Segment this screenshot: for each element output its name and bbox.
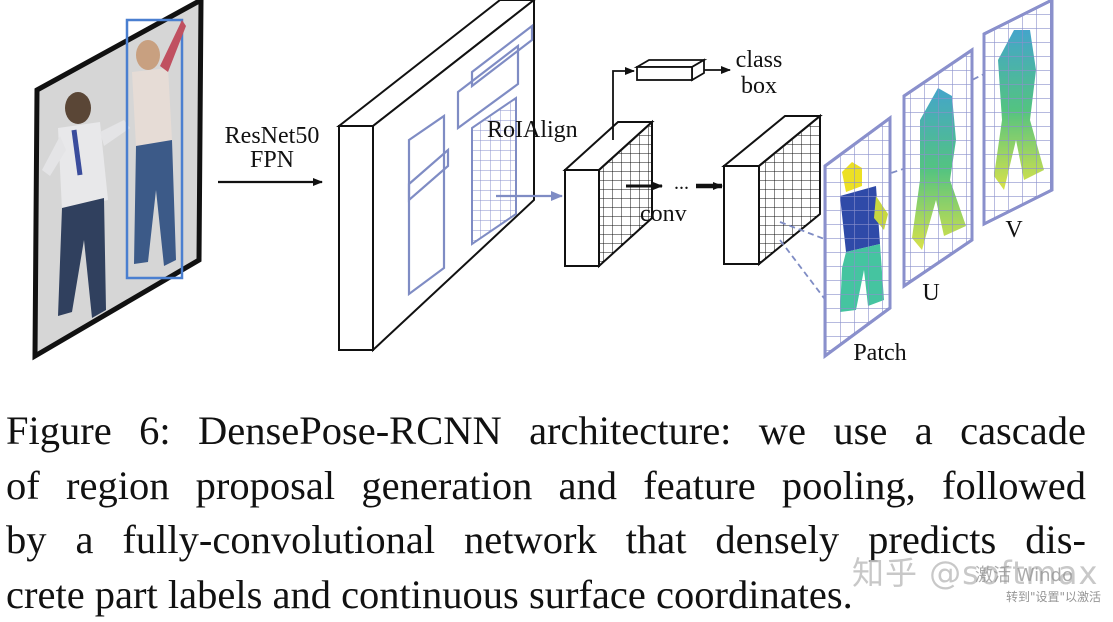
windows-activation-line1: 激活 Windo <box>975 561 1073 587</box>
patch-map: Patch <box>825 118 907 366</box>
box-label: box <box>741 73 777 99</box>
u-label: U <box>922 280 939 306</box>
output-feature-cube <box>724 116 820 264</box>
feature-map-block <box>339 0 534 350</box>
windows-activation-line2: 转到"设置"以激活 <box>1006 588 1101 605</box>
conv-label: conv <box>640 201 687 227</box>
caption-line-1: Figure 6: DensePose-RCNN architecture: w… <box>6 404 1086 459</box>
architecture-figure: ResNet50 FPN RoIAlign class box ... conv <box>0 0 1113 380</box>
roialign-label: RoIAlign <box>487 117 578 143</box>
fc-layer <box>637 60 704 80</box>
backbone-label: ResNet50 FPN <box>225 123 320 173</box>
patch-label: Patch <box>853 340 906 366</box>
class-label: class <box>736 47 783 73</box>
u-map: U <box>904 50 972 306</box>
v-label: V <box>1005 217 1023 243</box>
v-map: V <box>984 0 1052 243</box>
backbone-label-line1: ResNet50 <box>225 123 320 149</box>
backbone-label-line2: FPN <box>250 147 294 173</box>
conv-ellipsis: ... <box>674 172 689 194</box>
roi-feature-cube <box>565 122 652 266</box>
input-photo <box>35 0 201 356</box>
caption-line-2: of region proposal generation and featur… <box>6 459 1086 514</box>
